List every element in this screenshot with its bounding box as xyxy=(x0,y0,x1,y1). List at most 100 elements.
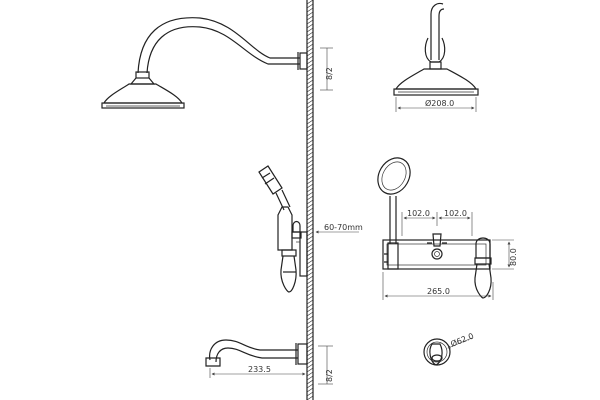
dimension-spout-outlet-diameter: Ø62.0 xyxy=(447,331,475,349)
label-plate-height: 80.0 xyxy=(509,248,518,266)
wall-hatch-line xyxy=(306,215,314,221)
wall-hatch-line xyxy=(306,199,314,205)
label-spout-outlet-diameter: Ø62.0 xyxy=(449,331,475,349)
wall-hatch-line xyxy=(306,343,314,349)
wall-hatch-line xyxy=(306,235,314,241)
wall-hatch-line xyxy=(306,11,314,17)
wall-hatch-line xyxy=(306,35,314,41)
dimension-plate-width: 265.0 xyxy=(382,272,494,300)
wall-hatch-line xyxy=(306,231,314,237)
wall-hatch-line xyxy=(306,387,314,393)
wall-hatch-line xyxy=(306,203,314,209)
wall-hatch-line xyxy=(306,79,314,85)
wall-hatch-line xyxy=(306,315,314,321)
wall-hatch-line xyxy=(306,27,314,33)
wall-hatch-line xyxy=(306,383,314,389)
wall-hatch-line xyxy=(306,167,314,173)
wall-hatch-line xyxy=(306,287,314,293)
wall-hatch-line xyxy=(306,23,314,29)
dimension-left-spacing: 102.0 xyxy=(401,209,438,236)
wall-hatch-line xyxy=(306,295,314,301)
label-plate-width: 265.0 xyxy=(427,287,450,296)
wall-hatch-line xyxy=(306,379,314,385)
wall-hatch-line xyxy=(306,55,314,61)
rain-shower-head-front-view xyxy=(393,2,479,96)
wall-hatch-line xyxy=(306,207,314,213)
wall-hatch-line xyxy=(306,391,314,397)
wall-hatch-line xyxy=(306,163,314,169)
wall-hatch-line xyxy=(306,147,314,153)
rain-shower-head-side-view xyxy=(101,17,308,109)
wall-hatch-line xyxy=(306,75,314,81)
wall-section xyxy=(306,0,314,400)
wall-hatch-line xyxy=(306,83,314,89)
wall-hatch-line xyxy=(306,239,314,245)
wall-hatch-line xyxy=(306,99,314,105)
wall-hatch-line xyxy=(306,367,314,373)
wall-hatch-line xyxy=(306,187,314,193)
wall-hatch-line xyxy=(306,351,314,357)
wall-hatch-line xyxy=(306,191,314,197)
wall-hatch-line xyxy=(306,271,314,277)
wall-hatch-line xyxy=(306,255,314,261)
dimension-wall-offset-bottom: 8/2 xyxy=(318,345,334,385)
bath-spout-front-view xyxy=(423,338,451,366)
wall-hatch-line xyxy=(306,171,314,177)
wall-hatch-line xyxy=(306,107,314,113)
wall-hatch-line xyxy=(306,47,314,53)
label-rain-head-diameter: Ø208.0 xyxy=(425,98,454,108)
label-left-spacing: 102.0 xyxy=(407,209,430,218)
wall-hatch-line xyxy=(306,39,314,45)
label-spout-length: 233.5 xyxy=(248,365,271,374)
wall-hatch-line xyxy=(306,195,314,201)
wall-hatch-line xyxy=(306,307,314,313)
wall-hatch-line xyxy=(306,7,314,13)
wall-hatch-line xyxy=(306,119,314,125)
wall-hatch-line xyxy=(306,375,314,381)
wall-hatch-line xyxy=(306,335,314,341)
wall-hatch-line xyxy=(306,347,314,353)
wall-hatch-line xyxy=(306,19,314,25)
wall-hatch-line xyxy=(306,151,314,157)
wall-hatch-line xyxy=(306,111,314,117)
wall-hatch-line xyxy=(306,323,314,329)
wall-hatch-line xyxy=(306,103,314,109)
wall-hatch-line xyxy=(306,3,314,9)
label-right-spacing: 102.0 xyxy=(444,209,467,218)
wall-hatch-line xyxy=(306,123,314,129)
wall-hatch-line xyxy=(306,371,314,377)
wall-hatch-line xyxy=(306,127,314,133)
wall-hatch-line xyxy=(306,59,314,65)
dimension-right-spacing: 102.0 xyxy=(438,209,473,236)
wall-hatch-line xyxy=(306,31,314,37)
wall-hatch-line xyxy=(306,251,314,257)
wall-hatch-line xyxy=(306,395,314,400)
label-wall-offset-top: 8/2 xyxy=(325,67,334,80)
wall-hatch-line xyxy=(306,67,314,73)
wall-hatch-line xyxy=(306,223,314,229)
label-wall-range: 60-70mm xyxy=(324,223,363,232)
dimension-wall-offset-top: 8/2 xyxy=(320,47,334,91)
wall-hatch-line xyxy=(306,259,314,265)
wall-hatch-line xyxy=(306,71,314,77)
hand-shower-mixer-front-view xyxy=(377,157,492,299)
wall-hatch-line xyxy=(306,183,314,189)
wall-hatch-line xyxy=(306,359,314,365)
wall-hatch-line xyxy=(306,339,314,345)
wall-hatch-line xyxy=(306,91,314,97)
wall-hatch-line xyxy=(306,299,314,305)
wall-hatch-line xyxy=(306,219,314,225)
wall-hatch-line xyxy=(306,143,314,149)
wall-hatch-line xyxy=(306,275,314,281)
wall-hatch-line xyxy=(306,327,314,333)
wall-hatch-line xyxy=(306,179,314,185)
wall-hatch-line xyxy=(306,135,314,141)
wall-hatch-line xyxy=(306,115,314,121)
wall-hatch-line xyxy=(306,131,314,137)
wall-hatch-line xyxy=(306,311,314,317)
wall-hatch-line xyxy=(306,319,314,325)
wall-hatch-line xyxy=(306,0,314,5)
wall-hatch-line xyxy=(306,51,314,57)
wall-hatch-line xyxy=(306,87,314,93)
wall-hatch-line xyxy=(306,155,314,161)
